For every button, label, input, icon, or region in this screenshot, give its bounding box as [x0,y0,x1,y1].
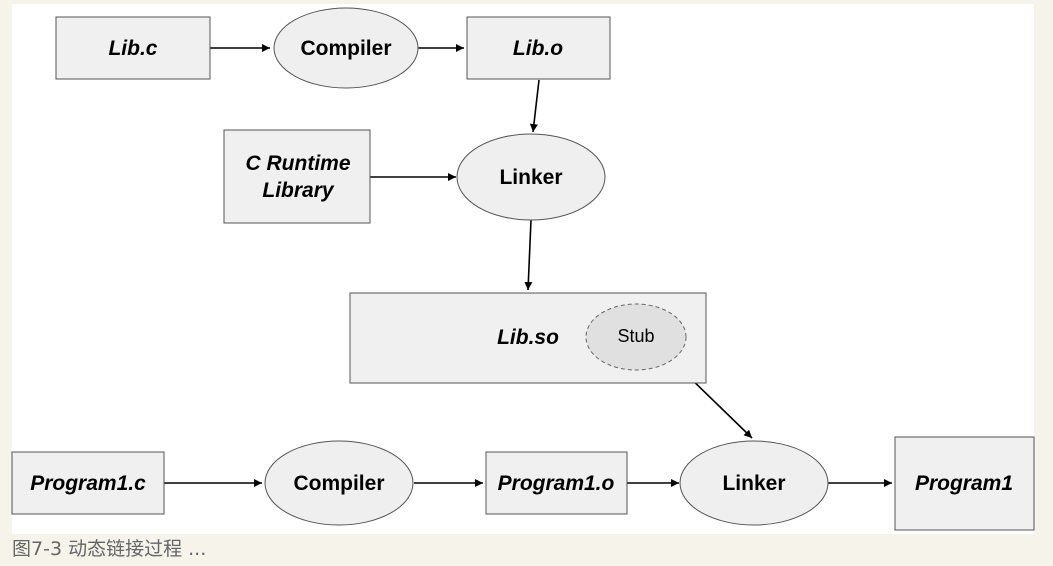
edge-linker-libso [524,219,533,291]
node-compiler-2-label: Compiler [293,472,384,495]
node-stub: Stub [585,303,687,371]
node-lib-so-label: Lib.so [497,326,559,349]
node-compiler-2: Compiler [264,440,414,526]
node-lib-c: Lib.c [55,16,211,80]
node-program1: Program1 [894,436,1035,531]
node-c-runtime-label-line2: Library [262,179,335,202]
node-linker-2: Linker [679,440,829,526]
dynamic-linking-diagram: Lib.c Compiler Lib.o C Runtime Library L… [11,7,1035,531]
node-linker-1: Linker [456,133,606,221]
node-program1-label: Program1 [915,472,1013,495]
node-stub-label: Stub [617,326,654,346]
diagram-canvas: Lib.c Compiler Lib.o C Runtime Library L… [11,4,1035,534]
figure-caption: 图7-3 动态链接过程 ... [12,538,207,560]
edge-libo-linker [529,79,540,133]
node-lib-o-label: Lib.o [513,37,563,60]
node-c-runtime-library: C Runtime Library [223,129,371,224]
node-linker-2-label: Linker [722,472,785,495]
node-compiler-1-label: Compiler [300,37,391,60]
node-lib-o: Lib.o [466,16,611,80]
node-program1-o: Program1.o [485,451,628,515]
node-lib-c-label: Lib.c [108,37,157,60]
node-compiler-1: Compiler [273,7,419,89]
node-program1-o-label: Program1.o [498,472,615,495]
node-program1-c: Program1.c [11,451,165,515]
node-c-runtime-label-line1: C Runtime [246,152,351,175]
node-linker-1-label: Linker [499,166,562,189]
node-program1-c-label: Program1.c [30,472,146,495]
